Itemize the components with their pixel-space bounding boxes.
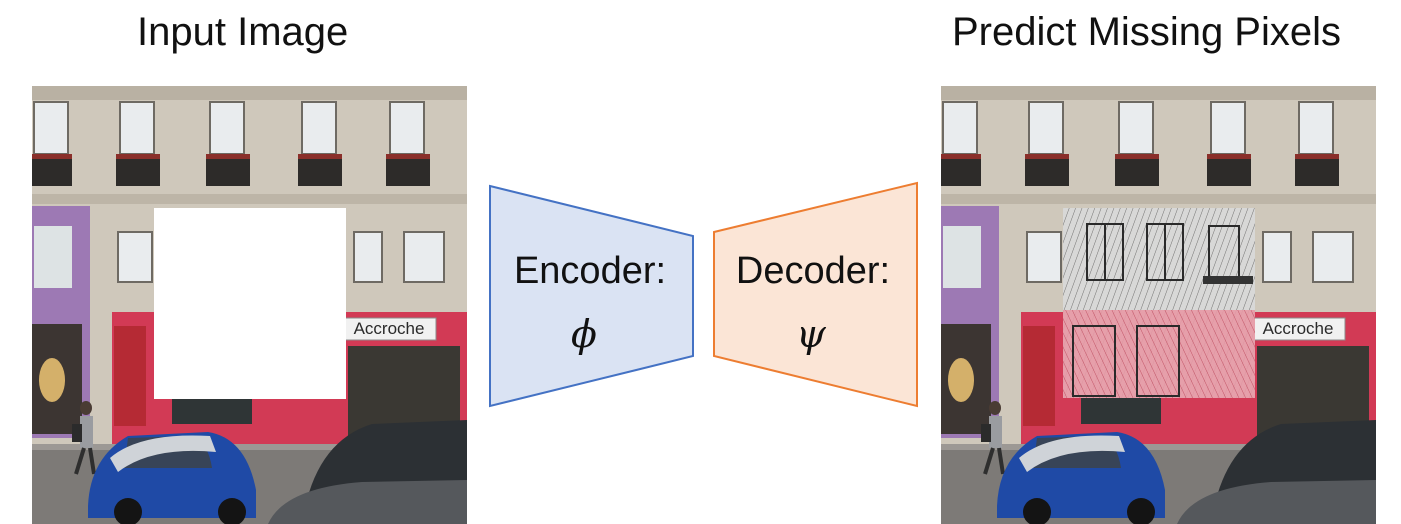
- input-image-title: Input Image: [137, 10, 349, 54]
- predicted-region: [1063, 208, 1255, 398]
- decoder-symbol: ψ: [796, 312, 826, 356]
- encoder-symbol: ϕ: [571, 312, 597, 356]
- predicted-image: Accroche: [941, 86, 1376, 524]
- predicted-image-title: Predict Missing Pixels: [952, 10, 1342, 54]
- shop-sign-text: Accroche: [354, 319, 425, 338]
- decoder-label: Decoder:: [735, 250, 891, 292]
- encoder-block: [489, 184, 694, 408]
- input-image: Accroche: [32, 86, 467, 524]
- shop-sign-text: Accroche: [1263, 319, 1334, 338]
- missing-region-mask: [154, 208, 346, 399]
- decoder-block: [713, 181, 918, 408]
- encoder-label: Encoder:: [513, 250, 667, 292]
